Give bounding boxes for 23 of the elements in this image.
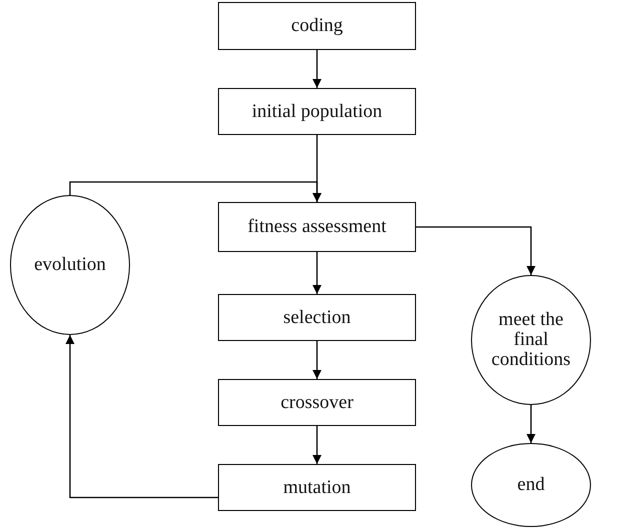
node-label: end bbox=[517, 475, 545, 495]
node-label: crossover bbox=[280, 392, 354, 412]
node-label: fitness assessment bbox=[248, 217, 386, 237]
process-box bbox=[218, 379, 416, 426]
node-label: mutation bbox=[283, 478, 351, 498]
process-box bbox=[218, 294, 416, 341]
process-box bbox=[218, 2, 416, 50]
node-label: coding bbox=[291, 16, 343, 36]
process-box bbox=[218, 88, 416, 135]
arrow bbox=[312, 252, 322, 294]
arrow bbox=[66, 335, 218, 498]
node-label: initial population bbox=[252, 102, 382, 122]
arrow bbox=[416, 226, 536, 275]
node-label: meet the final conditions bbox=[490, 310, 572, 370]
arrow bbox=[312, 50, 322, 88]
arrow bbox=[69, 181, 322, 202]
node-label: evolution bbox=[34, 255, 106, 275]
node-label: selection bbox=[283, 308, 351, 328]
arrow bbox=[526, 405, 536, 443]
process-box bbox=[218, 464, 416, 511]
process-box bbox=[218, 202, 416, 252]
arrow bbox=[312, 341, 322, 379]
arrow bbox=[312, 426, 322, 464]
